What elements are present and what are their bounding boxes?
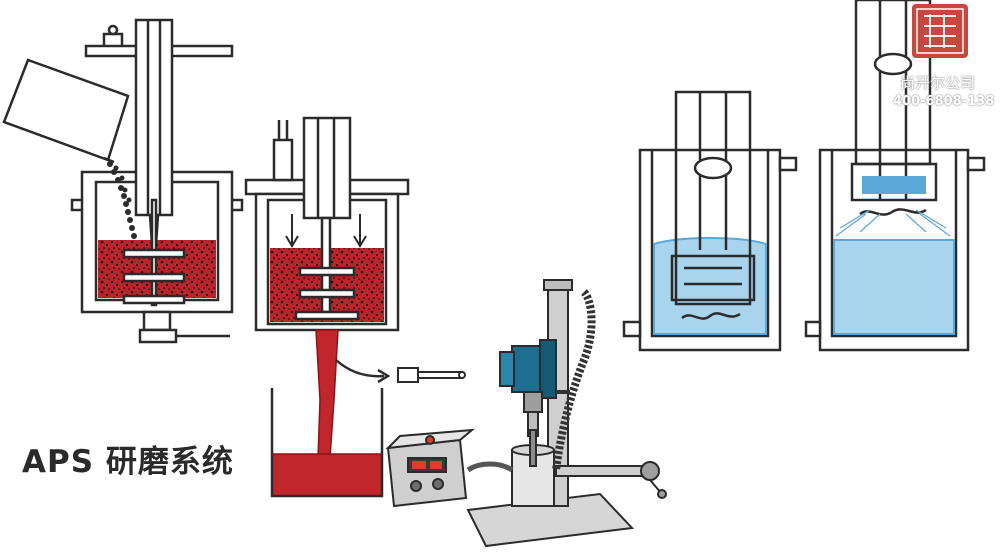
- arrow-down-icon: [285, 214, 299, 248]
- hose: [552, 289, 596, 471]
- water-vessel-b: [804, 0, 986, 352]
- spray-lines: [835, 209, 951, 237]
- collecting-container: [270, 388, 384, 498]
- page-title: APS 研磨系统: [22, 444, 234, 480]
- watermark-company: 尚开尔公司: [900, 74, 976, 92]
- arrow-down-icon: [353, 214, 367, 248]
- discharge-vessel: [244, 116, 410, 332]
- pouring-beaker: [2, 58, 130, 164]
- watermark-phone: 400-6808-138: [893, 94, 995, 109]
- slurry-stream: [315, 329, 339, 459]
- sampling-tool: [397, 367, 466, 383]
- controller-box: [385, 428, 476, 508]
- bead-stream: [107, 161, 137, 239]
- bench-mill: [466, 279, 667, 548]
- seal-icon: [912, 4, 968, 58]
- water-vessel-a: [622, 90, 798, 352]
- loading-vessel: [70, 18, 244, 344]
- arrow-right-icon: [335, 359, 385, 378]
